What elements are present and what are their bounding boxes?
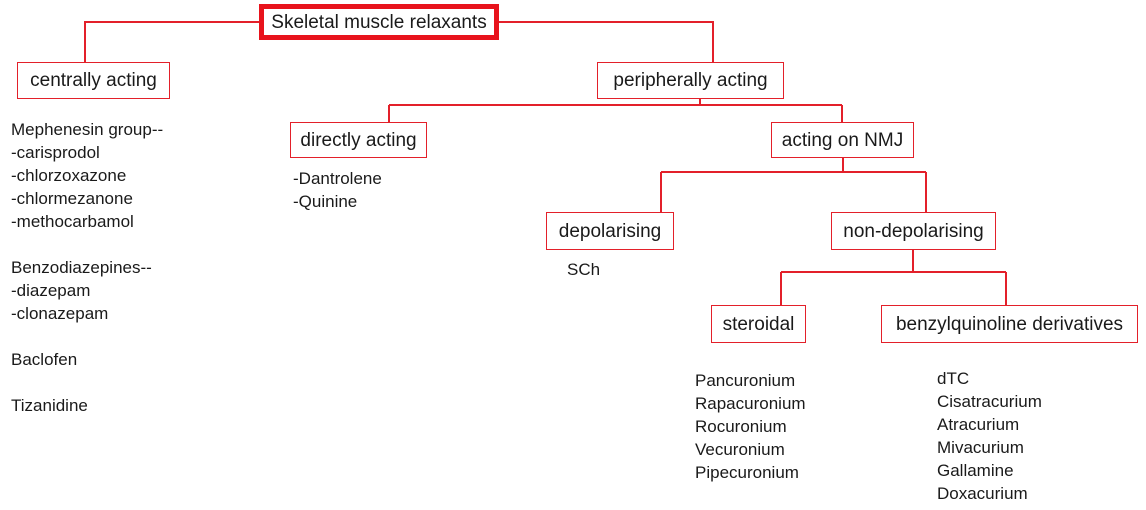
edge-root-to-centrally-acting <box>84 21 259 62</box>
list-item: -Quinine <box>293 192 358 211</box>
node-label: acting on NMJ <box>781 129 904 151</box>
list-item: Tizanidine <box>11 396 88 415</box>
list-item: Baclofen <box>11 350 78 369</box>
list-item: Vecuronium <box>695 440 785 459</box>
node-label: steroidal <box>722 313 795 335</box>
node-steroidal[interactable]: steroidal <box>711 305 806 343</box>
list-item: Rocuronium <box>695 417 787 436</box>
node-depolarising[interactable]: depolarising <box>546 212 674 250</box>
node-label: Skeletal muscle relaxants <box>271 11 487 33</box>
list-item: Cisatracurium <box>937 392 1042 411</box>
list-item: -carisprodol <box>11 143 100 162</box>
node-benzylquinoline-derivatives[interactable]: benzylquinoline derivatives <box>881 305 1138 343</box>
node-skeletal-muscle-relaxants[interactable]: Skeletal muscle relaxants <box>259 4 499 40</box>
list-item: -chlormezanone <box>11 189 133 208</box>
list-item: Gallamine <box>937 461 1014 480</box>
list-item: dTC <box>937 369 970 388</box>
edge-root-to-peripherally-acting <box>499 21 714 62</box>
directly-acting-drug-list: -Dantrolene -Quinine <box>293 167 382 213</box>
list-item: Benzodiazepines-- <box>11 258 152 277</box>
node-centrally-acting[interactable]: centrally acting <box>17 62 170 99</box>
list-item: Pancuronium <box>695 371 796 390</box>
list-item: -chlorzoxazone <box>11 166 127 185</box>
node-peripherally-acting[interactable]: peripherally acting <box>597 62 784 99</box>
list-item: Mivacurium <box>937 438 1024 457</box>
list-item: Atracurium <box>937 415 1020 434</box>
node-non-depolarising[interactable]: non-depolarising <box>831 212 996 250</box>
node-label: benzylquinoline derivatives <box>895 313 1124 335</box>
depolarising-drug-list: SCh <box>567 258 600 281</box>
centrally-acting-drug-list: Mephenesin group-- -carisprodol -chlorzoxa… <box>11 118 163 417</box>
node-label: peripherally acting <box>613 70 768 91</box>
node-directly-acting[interactable]: directly acting <box>290 122 427 158</box>
node-label: depolarising <box>558 220 662 242</box>
list-item: -clonazepam <box>11 304 109 323</box>
node-acting-on-nmj[interactable]: acting on NMJ <box>771 122 914 158</box>
list-spacer <box>11 325 163 348</box>
list-item: Doxacurium <box>937 484 1028 503</box>
list-item: -diazepam <box>11 281 91 300</box>
list-item: SCh <box>567 260 601 279</box>
node-label: centrally acting <box>30 70 157 91</box>
list-item: -methocarbamol <box>11 212 134 231</box>
node-label: directly acting <box>300 129 417 151</box>
list-spacer <box>11 233 163 256</box>
node-label: non-depolarising <box>843 220 984 242</box>
list-spacer <box>11 371 163 394</box>
list-item: Rapacuronium <box>695 394 806 413</box>
list-item: Mephenesin group-- <box>11 120 164 139</box>
list-item: -Dantrolene <box>293 169 382 188</box>
list-item: Pipecuronium <box>695 463 799 482</box>
